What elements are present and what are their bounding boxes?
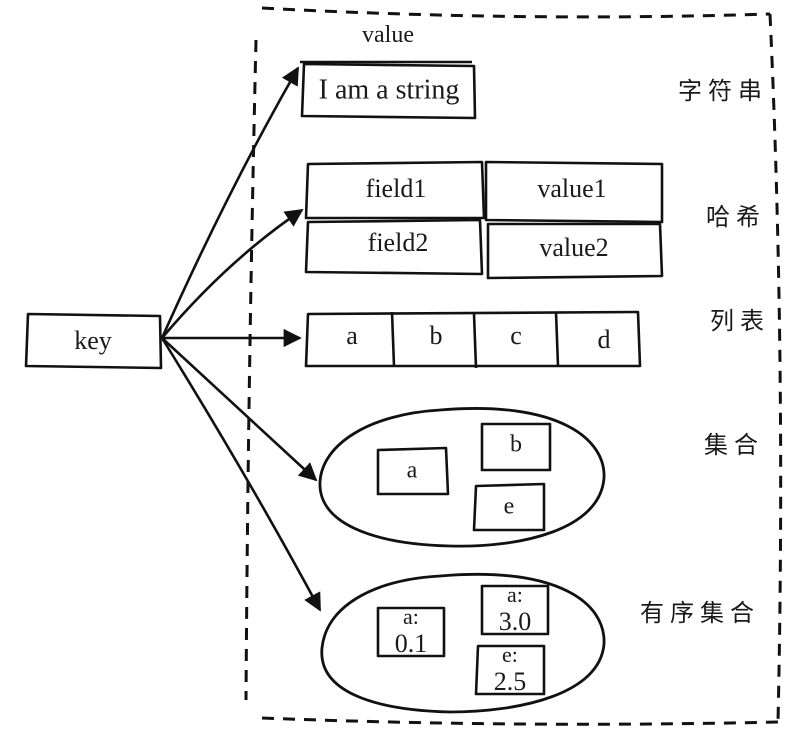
string-value-text: I am a string: [319, 74, 460, 105]
hash-field-2: field2: [368, 228, 429, 257]
arrows: [160, 66, 322, 612]
arrow-to-set: [161, 337, 318, 482]
string-structure: value I am a string 字符串: [300, 22, 768, 120]
zset-member-1-score: 0.1: [395, 629, 428, 658]
hash-value-1: value1: [537, 174, 606, 203]
zset-type-label: 有序集合: [640, 599, 760, 627]
list-item-4: d: [598, 325, 611, 354]
key-label: key: [74, 326, 112, 355]
zset-member-2-score: 3.0: [499, 607, 532, 636]
hash-type-label: 哈希: [706, 203, 766, 231]
string-value-heading: value: [362, 22, 414, 48]
key-node: key: [24, 312, 163, 370]
list-structure: a b c d 列表: [304, 307, 770, 369]
zset-ellipse: [320, 573, 606, 714]
list-item-1: a: [346, 321, 358, 350]
set-member-2: b: [510, 432, 522, 458]
list-item-3: c: [510, 321, 522, 350]
set-structure: a b e 集合: [318, 407, 764, 548]
arrow-to-zset: [160, 337, 322, 612]
arrow-to-string: [160, 66, 300, 339]
set-type-label: 集合: [704, 431, 764, 459]
set-member-1: a: [407, 458, 418, 484]
zset-member-3-name: e:: [502, 642, 518, 667]
list-item-2: b: [430, 321, 443, 350]
string-type-label: 字符串: [678, 77, 768, 105]
set-ellipse: [318, 407, 606, 548]
zset-member-3-score: 2.5: [494, 667, 527, 696]
list-type-label: 列表: [710, 307, 770, 335]
hash-structure: field1 value1 field2 value2 哈希: [304, 160, 766, 280]
value-container: [244, 6, 783, 726]
zset-structure: a: 0.1 a: 3.0 e: 2.5 有序集合: [320, 573, 760, 714]
hash-field-1: field1: [366, 174, 427, 203]
set-member-3: e: [504, 494, 515, 520]
zset-member-2-name: a:: [507, 582, 523, 607]
hash-value-2: value2: [539, 233, 608, 262]
zset-member-1-name: a:: [403, 604, 419, 629]
arrow-to-hash: [161, 208, 304, 339]
